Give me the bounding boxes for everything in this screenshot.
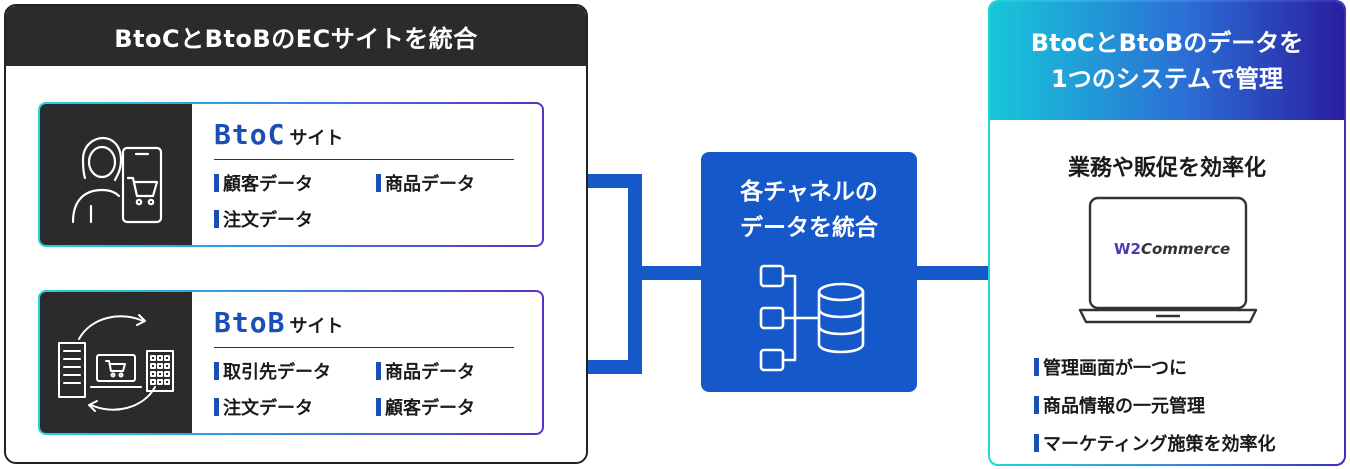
btob-data-list: 取引先データ 商品データ 注文データ 顧客データ — [214, 358, 518, 420]
right-panel-subtitle: 業務や販促を効率化 — [1067, 156, 1266, 181]
benefits-list: 管理画面が一つに 商品情報の一元管理 マーケティング施策を効率化 — [1034, 354, 1276, 464]
list-item: 注文データ — [214, 394, 376, 420]
btoc-name: BtoC — [214, 118, 286, 151]
btoc-data-list: 顧客データ 商品データ 注文データ — [214, 170, 518, 232]
btoc-suffix: サイト — [289, 128, 344, 149]
list-item: 顧客データ — [376, 394, 518, 420]
right-panel-title: BtoCとBtoBのデータを 1つのシステムで管理 — [990, 2, 1344, 120]
right-panel: BtoCとBtoBのデータを 1つのシステムで管理 業務や販促を効率化 W2Co… — [988, 0, 1346, 466]
list-item: 商品データ — [376, 358, 518, 384]
btob-name: BtoB — [214, 306, 286, 339]
btob-suffix: サイト — [289, 316, 344, 337]
btoc-site-card: BtoC サイト 顧客データ 商品データ 注文データ — [38, 102, 544, 247]
btob-site-card: BtoB サイト 取引先データ 商品データ 注文データ 顧客データ — [38, 290, 544, 435]
list-item: 管理画面が一つに — [1034, 354, 1276, 380]
logo-text: Commerce — [1140, 240, 1231, 258]
btob-site-title: BtoB サイト — [214, 306, 514, 348]
building-laptop-cycle-icon — [40, 292, 192, 433]
integration-title: 各チャネルの データを統合 — [740, 179, 878, 241]
list-item: 顧客データ — [214, 170, 376, 196]
list-item: 取引先データ — [214, 358, 376, 384]
logo-mark: W2 — [1114, 240, 1141, 258]
list-item: 商品データ — [376, 170, 518, 196]
database-merge-icon — [759, 264, 865, 372]
integration-box: 各チャネルの データを統合 — [701, 152, 917, 392]
w2-commerce-logo: W2Commerce — [1114, 240, 1230, 258]
laptop-icon — [1078, 196, 1258, 324]
btoc-site-title: BtoC サイト — [214, 118, 514, 160]
list-item: 注文データ — [214, 206, 376, 232]
left-panel: BtoCとBtoBのECサイトを統合 — [4, 4, 588, 464]
person-smartphone-cart-icon — [40, 104, 192, 245]
list-item: 商品情報の一元管理 — [1034, 392, 1276, 418]
list-item: マーケティング施策を効率化 — [1034, 430, 1276, 456]
left-panel-title: BtoCとBtoBのECサイトを統合 — [6, 6, 586, 66]
